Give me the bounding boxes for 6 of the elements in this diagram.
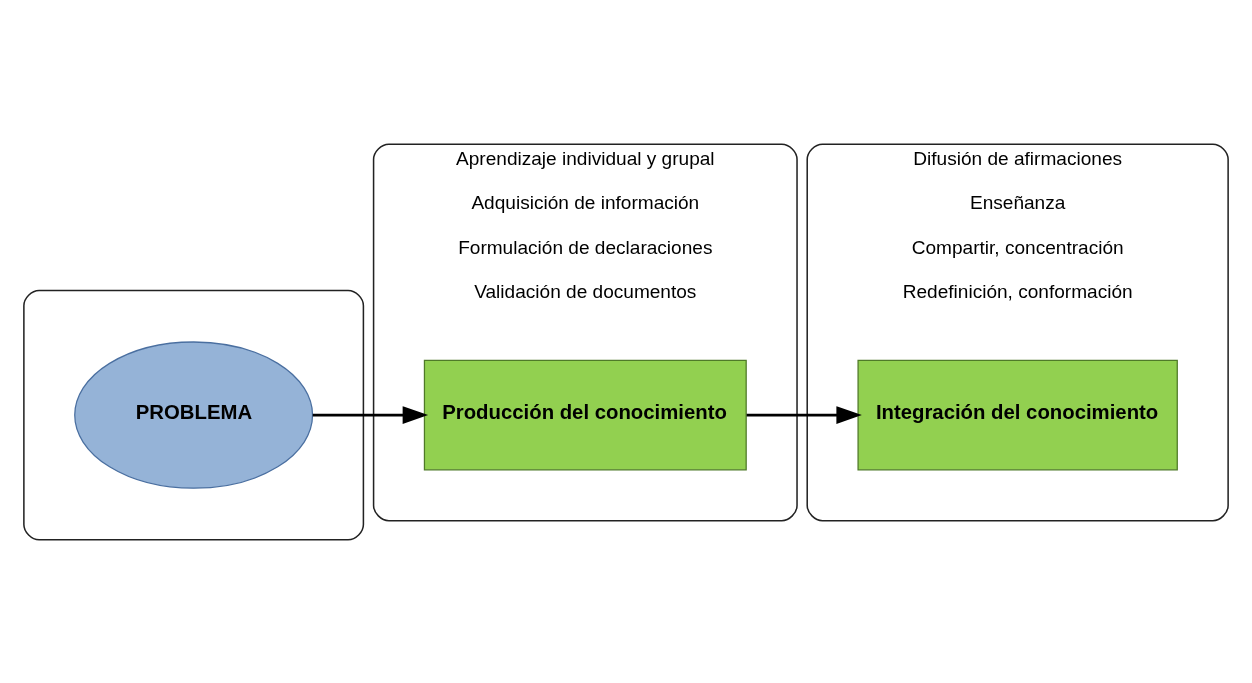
arrow: [746, 405, 862, 424]
arrow: [312, 405, 429, 424]
node-ellipse: PROBLEMA: [74, 340, 314, 489]
node-box: Producción del conocimiento: [423, 359, 747, 470]
node-box: Integración del conocimiento: [857, 359, 1178, 470]
cluster: [23, 289, 365, 540]
